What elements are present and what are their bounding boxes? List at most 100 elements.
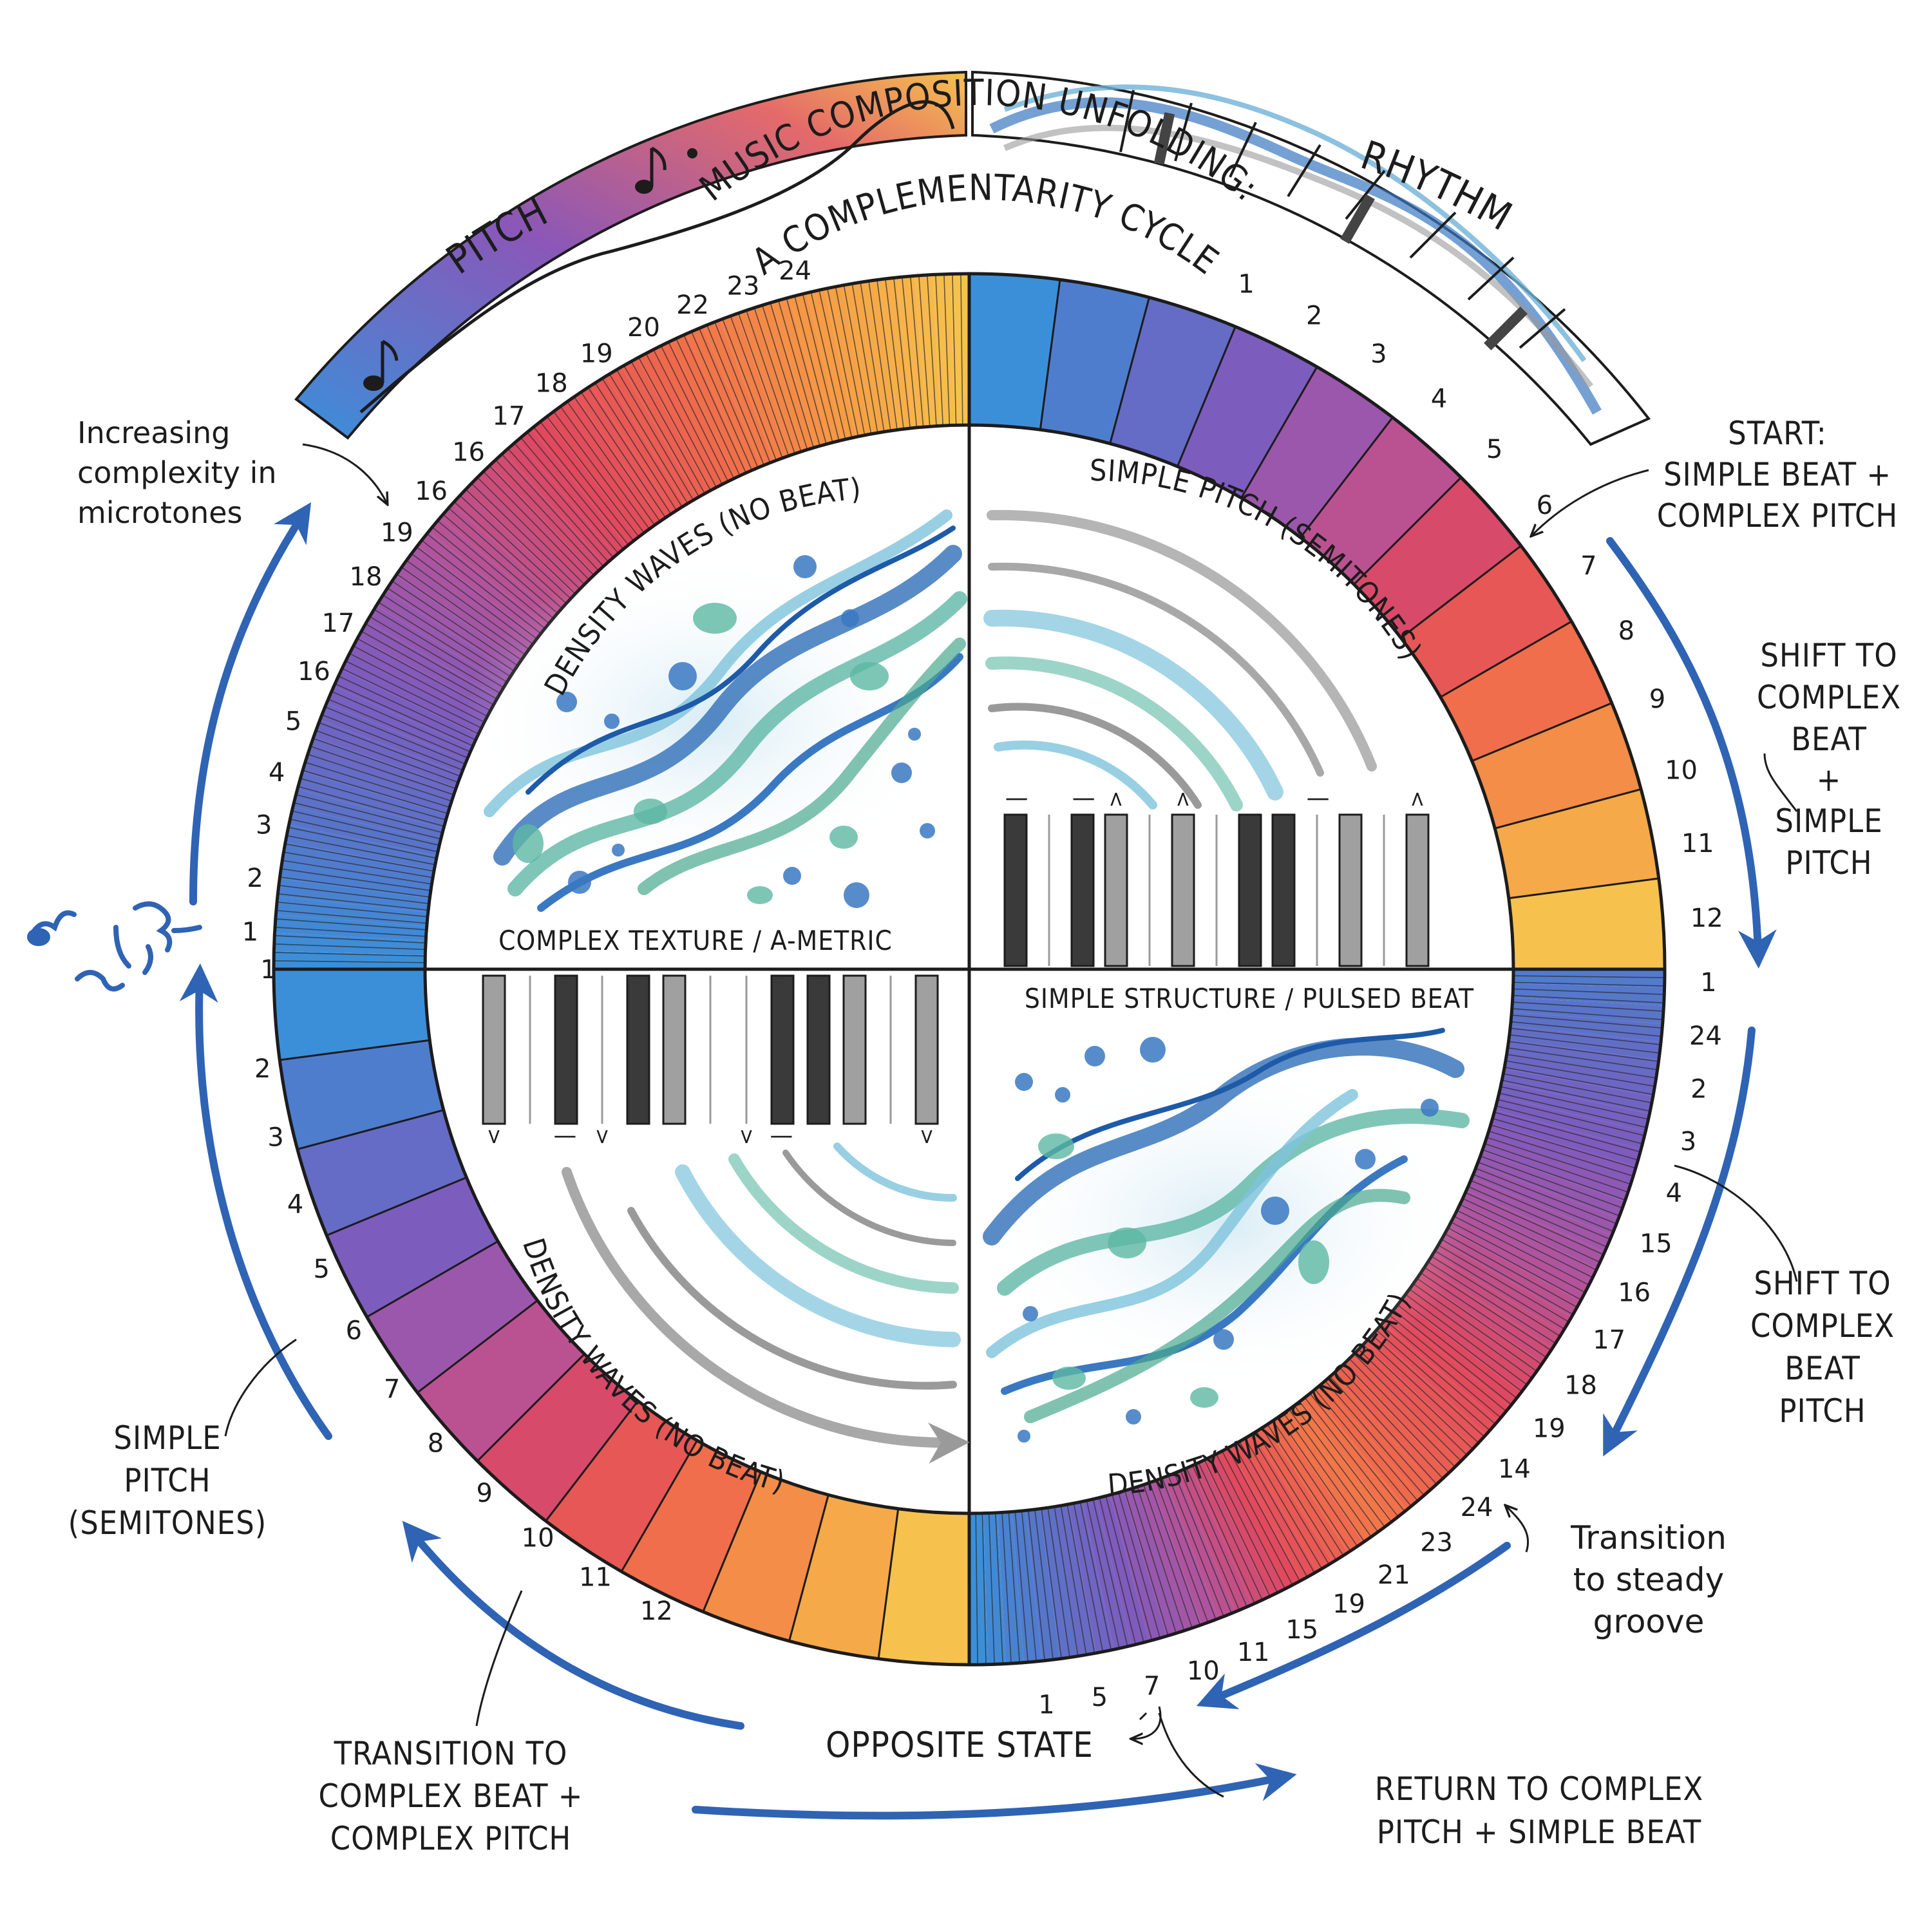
svg-text:to steady: to steady xyxy=(1573,1561,1724,1598)
ring-segment xyxy=(1501,1068,1653,1114)
ring-segment xyxy=(292,789,444,842)
ring-number: 18 xyxy=(1564,1370,1597,1400)
ring-number: 10 xyxy=(1665,756,1698,786)
svg-text:COMPLEX: COMPLEX xyxy=(1757,679,1901,716)
piano-keys-icon: >|>>|> xyxy=(482,974,940,1146)
annotation-simple-pitch: SIMPLE PITCH (SEMITONES) xyxy=(68,1419,267,1542)
ring-segment xyxy=(366,605,506,697)
svg-text:Transition: Transition xyxy=(1570,1519,1727,1557)
svg-text:>: > xyxy=(735,1128,759,1146)
svg-text:>: > xyxy=(1103,791,1128,808)
svg-text:SHIFT TO: SHIFT TO xyxy=(1760,637,1897,674)
ring-segment xyxy=(1508,1026,1662,1060)
top-right-caption: SIMPLE STRUCTURE / PULSED BEAT xyxy=(1025,983,1474,1014)
svg-text:BEAT: BEAT xyxy=(1785,1350,1861,1387)
ring-segment xyxy=(703,1472,829,1642)
ring-segment xyxy=(933,274,955,426)
svg-text:BEAT: BEAT xyxy=(1791,721,1867,758)
ring-numbers: 1234567891011121242341516171819142423211… xyxy=(242,256,1723,1720)
svg-text:>: > xyxy=(591,1128,615,1146)
density-waves-top-left xyxy=(464,509,967,912)
ring-segment xyxy=(670,334,748,478)
simple-pitch-arcs xyxy=(983,509,1377,811)
cycle-arrows xyxy=(179,502,1777,1820)
ring-number: 17 xyxy=(492,402,525,431)
ring-number: 3 xyxy=(1680,1127,1696,1157)
ring-segment xyxy=(737,307,801,457)
ring-segment xyxy=(1504,1054,1656,1096)
leader-lines xyxy=(224,443,1798,1798)
ring-segment xyxy=(1177,327,1317,498)
ring-segment xyxy=(274,933,426,955)
ring-segment xyxy=(1333,1363,1448,1486)
ring-number: 1 xyxy=(1038,1690,1054,1720)
ring-segment xyxy=(789,1495,898,1659)
svg-text:SIMPLE BEAT +: SIMPLE BEAT + xyxy=(1663,456,1891,493)
ring-number: 16 xyxy=(452,438,485,468)
svg-text:PITCH: PITCH xyxy=(1779,1392,1866,1430)
pitch-banner xyxy=(294,70,967,440)
svg-text:|: | xyxy=(554,1133,579,1141)
svg-text:>: > xyxy=(482,1128,507,1146)
ring-segment xyxy=(1495,789,1659,898)
ring-number: 6 xyxy=(1537,491,1553,520)
ring-segment xyxy=(504,440,616,565)
ring-segment xyxy=(1300,417,1461,585)
ring-segment xyxy=(1491,1110,1642,1167)
ring-segment xyxy=(1151,1477,1219,1625)
ring-number: 2 xyxy=(254,1054,270,1084)
ring-segment xyxy=(1447,1216,1589,1302)
svg-text:complexity in: complexity in xyxy=(77,455,277,490)
ring-number: 15 xyxy=(1640,1229,1672,1258)
svg-text:RETURN TO COMPLEX: RETURN TO COMPLEX xyxy=(1375,1770,1703,1808)
ring-number: 1 xyxy=(1700,968,1716,998)
ring-number: 14 xyxy=(1498,1455,1531,1484)
ring-segment xyxy=(703,319,775,467)
ring-segment xyxy=(983,1512,1006,1665)
ring-segment xyxy=(319,703,467,775)
ring-number: 2 xyxy=(1306,301,1322,331)
ring-number: 19 xyxy=(1332,1589,1365,1619)
ring-segment xyxy=(477,1354,638,1521)
ring-number: 7 xyxy=(1580,551,1596,581)
ring-number: 5 xyxy=(1092,1683,1108,1712)
ring-segment xyxy=(878,1508,969,1665)
ring-number: 5 xyxy=(1486,435,1502,464)
svg-text:TRANSITION TO: TRANSITION TO xyxy=(334,1735,568,1772)
ring-segment xyxy=(1482,1137,1631,1202)
ring-segment xyxy=(417,1300,585,1461)
ring-number: 4 xyxy=(1666,1179,1682,1208)
ring-number: 12 xyxy=(640,1596,673,1626)
ring-number: 18 xyxy=(350,562,383,592)
ring-segment xyxy=(719,313,788,462)
ring-number: 21 xyxy=(1378,1560,1410,1590)
ring-segment xyxy=(1363,1333,1486,1448)
ring-segment xyxy=(1401,545,1572,697)
ring-segment xyxy=(1472,1164,1619,1236)
ring-segment xyxy=(1190,1460,1269,1605)
ring-segment xyxy=(327,1177,498,1317)
ring-number: 24 xyxy=(1461,1493,1493,1522)
ring-segment xyxy=(517,428,627,556)
ring-number: 19 xyxy=(580,339,613,368)
svg-text:+: + xyxy=(1817,761,1842,799)
ring-segment xyxy=(605,366,697,506)
ring-number: 10 xyxy=(1187,1656,1220,1686)
annotation-shift-2: SHIFT TO COMPLEX BEAT PITCH xyxy=(1750,1265,1894,1430)
ring-segment xyxy=(1460,1190,1605,1269)
ring-segment xyxy=(1354,477,1521,638)
top-left-caption: COMPLEX TEXTURE / A-METRIC xyxy=(498,925,893,956)
ring-segment xyxy=(1383,1311,1510,1421)
ring-number: 16 xyxy=(1618,1278,1651,1307)
ring-segment xyxy=(1137,1482,1202,1631)
ring-segment xyxy=(896,276,927,428)
ring-segment xyxy=(1164,1472,1236,1619)
ring-segment xyxy=(1354,1343,1474,1461)
ring-segment xyxy=(1373,1322,1499,1435)
ring-segment xyxy=(1096,1495,1150,1646)
ring-segment xyxy=(477,464,595,585)
ring-segment xyxy=(1508,878,1665,969)
ring-number: 11 xyxy=(1681,829,1714,858)
ring-number: 20 xyxy=(627,313,660,343)
svg-text:|: | xyxy=(1070,796,1094,803)
